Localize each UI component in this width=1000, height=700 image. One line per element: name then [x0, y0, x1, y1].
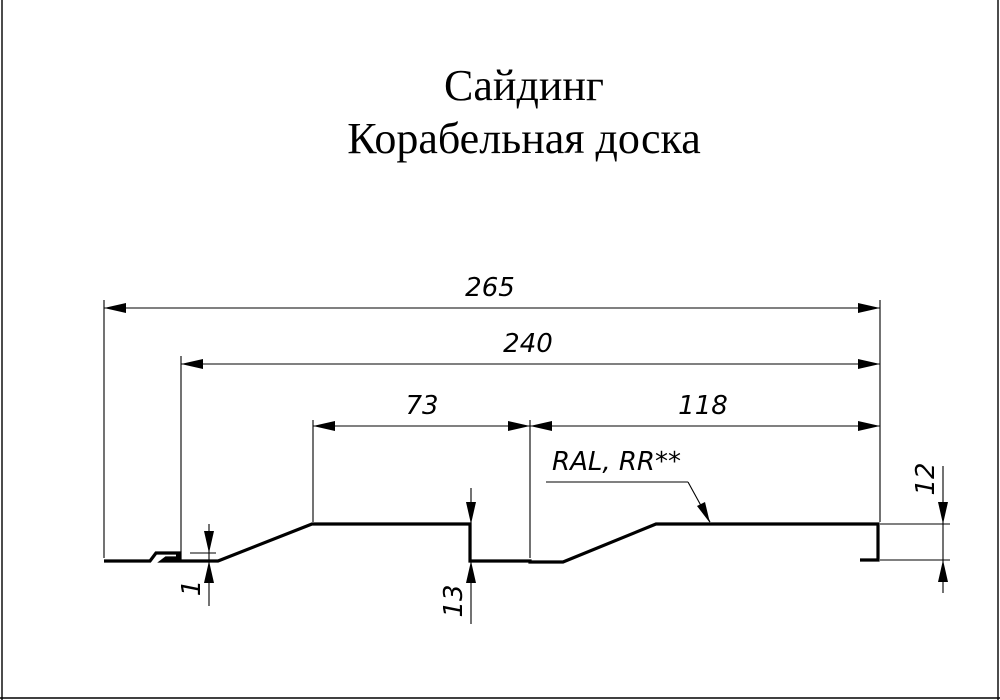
dimension-240-label: 240 — [503, 329, 553, 359]
dimension-step-right: 12 — [880, 462, 950, 593]
title-line-2: Корабельная доска — [347, 114, 701, 163]
dimension-overall: 265 — [103, 273, 881, 558]
dimension-73-label: 73 — [405, 391, 438, 421]
siding-profile — [104, 522, 880, 564]
dimension-right-panel: 118 — [530, 391, 880, 431]
title-line-1: Сайдинг — [444, 61, 604, 110]
coating-leader: RAL, RR** — [546, 447, 711, 523]
dimension-step-mid: 13 — [439, 488, 476, 624]
dimension-12-label: 12 — [911, 462, 941, 495]
dimension-lock: 1 — [177, 524, 216, 606]
dimension-265-label: 265 — [465, 273, 515, 303]
dimension-13-label: 13 — [439, 584, 469, 617]
dimension-118-label: 118 — [678, 391, 728, 421]
dimension-1-label: 1 — [177, 580, 207, 597]
dimension-working: 240 — [180, 329, 880, 552]
coating-note: RAL, RR** — [552, 447, 681, 477]
dimension-left-panel: 73 — [312, 391, 531, 558]
